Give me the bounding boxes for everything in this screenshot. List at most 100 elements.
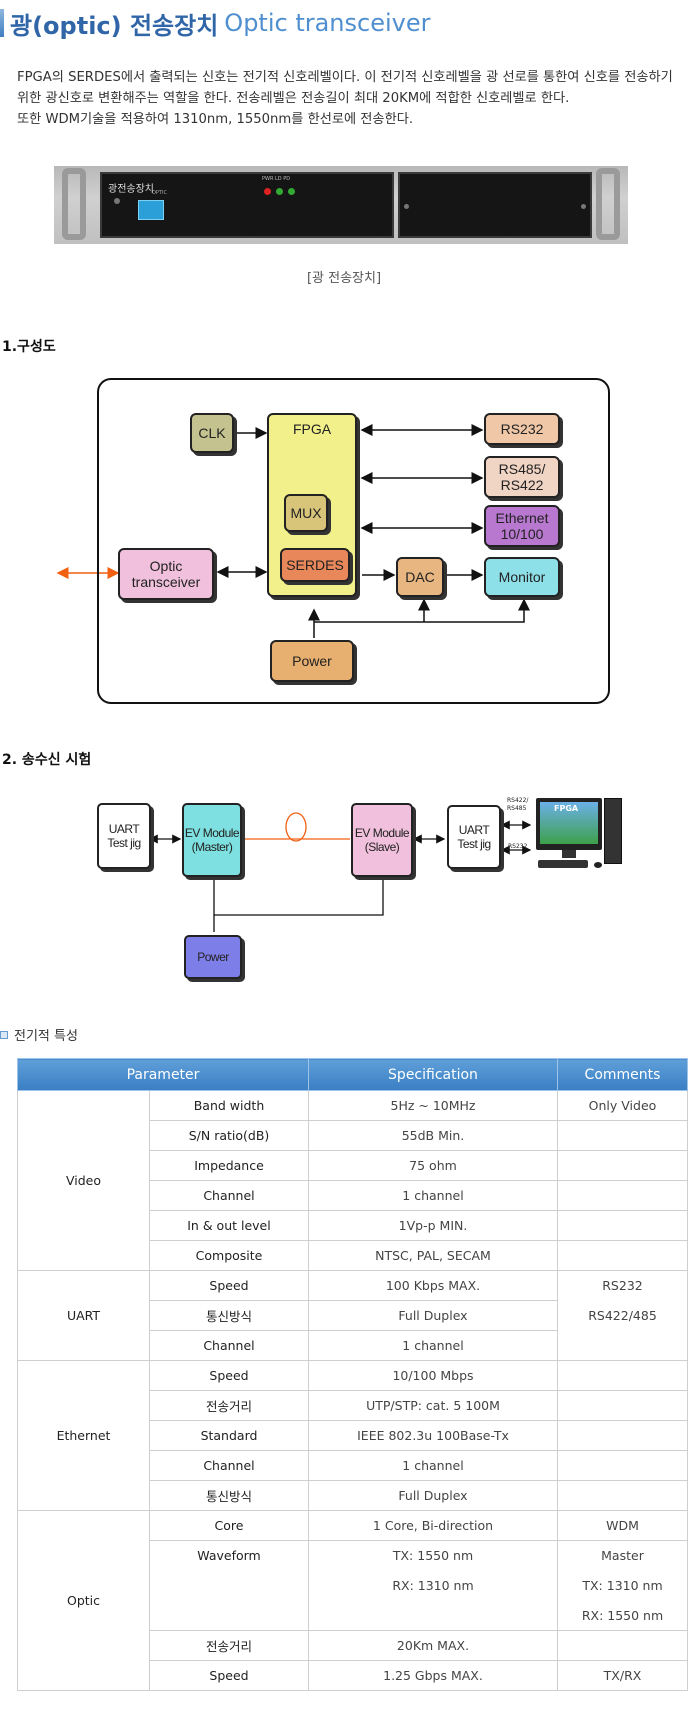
spec-cell: 1 channel xyxy=(308,1330,558,1361)
spec-cell: 55dB Min. xyxy=(308,1120,558,1151)
section-heading: 2. 송수신 시험 xyxy=(2,752,92,768)
optic-label-line: Optic xyxy=(149,558,183,574)
comment-cell xyxy=(557,1420,688,1451)
uart-right-line: Test jig xyxy=(457,837,491,851)
photo-caption: [광 전송장치] xyxy=(306,271,382,286)
ethernet-label-line: 10/100 xyxy=(500,526,544,542)
spec-cell: UTP/STP: cat. 5 100M xyxy=(308,1390,558,1421)
screw-icon xyxy=(581,204,586,209)
spec-cell: 1 channel xyxy=(308,1450,558,1481)
spec-heading: 전기적 특성 xyxy=(0,1025,78,1044)
spec-cell: Full Duplex xyxy=(308,1480,558,1511)
rs-top-line: RS422/ xyxy=(507,797,529,804)
uart-testjig-right: UART Test jig xyxy=(447,805,501,869)
comment-cell xyxy=(557,1210,688,1241)
table-row: Speed 1.25 Gbps MAX. TX/RX xyxy=(18,1660,688,1691)
optic-label-line: transceiver xyxy=(131,574,201,590)
param-cell: Standard xyxy=(149,1420,309,1451)
param-cell: S/N ratio(dB) xyxy=(149,1120,309,1151)
header-comments: Comments xyxy=(557,1058,688,1091)
comment-cell: Master TX: 1310 nm RX: 1550 nm xyxy=(557,1540,688,1631)
intro-text: FPGA의 SERDES에서 출력되는 신호는 전기적 신호레벨이다. 이 전기… xyxy=(17,67,677,130)
spec-cell: NTSC, PAL, SECAM xyxy=(308,1240,558,1271)
intro-line: 또한 WDM기술을 적용하여 1310nm, 1550nm를 한선로에 전송한다… xyxy=(17,112,414,127)
comment-cell: Only Video xyxy=(557,1090,688,1121)
param-cell: Channel xyxy=(149,1330,309,1361)
spec-cell: 5Hz ~ 10MHz xyxy=(308,1090,558,1121)
table-row: In & out level 1Vp-p MIN. xyxy=(18,1210,688,1241)
comment-cell xyxy=(557,1630,688,1661)
ev-master-line: EV Module xyxy=(184,826,240,840)
group-cell: UART xyxy=(17,1270,150,1361)
rs485-block: RS485/ RS422 xyxy=(484,456,560,498)
group-cell: Video xyxy=(17,1090,150,1271)
param-cell: 전송거리 xyxy=(149,1390,309,1421)
param-cell: Waveform xyxy=(149,1540,309,1631)
title-korean: 광(optic) 전송장치 xyxy=(10,11,219,40)
port-label: OPTIC xyxy=(152,190,167,196)
ev-module-slave: EV Module (Slave) xyxy=(351,803,413,877)
uart-testjig-left: UART Test jig xyxy=(97,803,151,869)
table-row: 통신방식 Full Duplex xyxy=(18,1300,688,1331)
comment-line: RS232 xyxy=(602,1278,643,1293)
spec-line: RX: 1310 nm xyxy=(392,1578,474,1593)
rs422-label: RS422/ RS485 xyxy=(507,797,528,813)
param-cell: Core xyxy=(149,1510,309,1541)
ev-slave-line: EV Module xyxy=(354,826,410,840)
led-ld-icon xyxy=(276,188,283,195)
spec-cell: TX: 1550 nm RX: 1310 nm xyxy=(308,1540,558,1631)
param-cell: Speed xyxy=(149,1360,309,1391)
pc-monitor-icon: FPGA xyxy=(534,794,624,872)
comment-cell xyxy=(557,1390,688,1421)
front-panel-left: 광전송장치 OPTIC PWR LD PD xyxy=(100,172,394,238)
block-diagram-frame xyxy=(97,378,610,704)
title-english: Optic transceiver xyxy=(224,9,431,37)
param-cell: Speed xyxy=(149,1270,309,1301)
group-cell: Ethernet xyxy=(17,1360,150,1511)
ev-module-master: EV Module (Master) xyxy=(182,803,242,877)
rs485-label-line: RS422 xyxy=(500,477,544,493)
table-header-row: Parameter Specification Comments xyxy=(17,1058,688,1091)
spec-cell: 20Km MAX. xyxy=(308,1630,558,1661)
dac-block: DAC xyxy=(396,557,444,597)
header-specification: Specification xyxy=(308,1058,558,1091)
clk-block: CLK xyxy=(190,413,234,453)
table-row: Optic Core 1 Core, Bi-direction WDM xyxy=(17,1510,688,1691)
spec-cell: 1 Core, Bi-direction xyxy=(308,1510,558,1541)
comment-line: Master xyxy=(601,1548,644,1563)
spec-cell: IEEE 802.3u 100Base-Tx xyxy=(308,1420,558,1451)
uart-left-line: Test jig xyxy=(107,836,141,850)
spec-cell: 1.25 Gbps MAX. xyxy=(308,1660,558,1691)
screw-icon xyxy=(404,204,409,209)
table-row: Waveform TX: 1550 nm RX: 1310 nm Master … xyxy=(18,1540,688,1631)
comment-cell xyxy=(557,1360,688,1391)
comment-line: RS422/485 xyxy=(588,1308,657,1323)
param-cell: 통신방식 xyxy=(149,1480,309,1511)
comment-line: TX: 1310 nm xyxy=(582,1578,663,1593)
rs232-block: RS232 xyxy=(484,413,560,445)
header-parameter: Parameter xyxy=(17,1058,309,1091)
param-cell: Impedance xyxy=(149,1150,309,1181)
param-cell: Composite xyxy=(149,1240,309,1271)
table-row: Ethernet Speed 10/100 Mbps xyxy=(17,1360,688,1511)
table-row: Composite NTSC, PAL, SECAM xyxy=(18,1240,688,1271)
optic-transceiver-block: Optic transceiver xyxy=(118,548,214,600)
group-cell: Optic xyxy=(17,1510,150,1691)
panel-label: 광전송장치 xyxy=(108,184,154,195)
monitor-brand: FPGA xyxy=(554,804,579,813)
screw-icon xyxy=(114,198,120,204)
power-block: Power xyxy=(270,640,354,682)
bullet-square-icon xyxy=(0,1030,8,1039)
comment-cell xyxy=(557,1450,688,1481)
table-row: Video Band width 5Hz ~ 10MHz Only Video xyxy=(17,1090,688,1271)
param-cell: Channel xyxy=(149,1450,309,1481)
rack-handle-right xyxy=(596,168,620,240)
param-cell: 전송거리 xyxy=(149,1630,309,1661)
spec-cell: Full Duplex xyxy=(308,1300,558,1331)
table-row: UART Speed 100 Kbps MAX. RS232 RS422/485 xyxy=(17,1270,688,1361)
optic-port-icon xyxy=(138,200,164,220)
mux-block: MUX xyxy=(284,494,328,532)
comment-cell xyxy=(557,1150,688,1181)
led-pwr-icon xyxy=(264,188,271,195)
comment-cell: TX/RX xyxy=(557,1660,688,1691)
